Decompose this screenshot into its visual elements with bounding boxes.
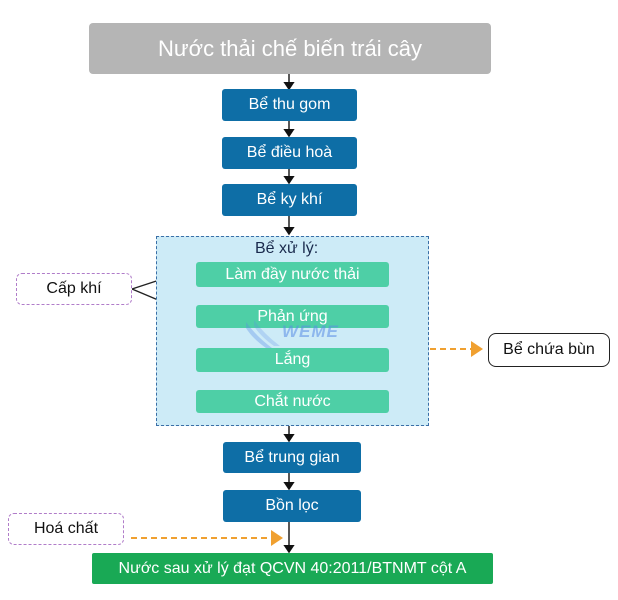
substep-react: Phản ứng — [196, 305, 389, 328]
substep-settle: Lắng — [196, 348, 389, 372]
sludge-tank-note: Bể chứa bùn — [488, 333, 610, 367]
substep-decant: Chắt nước — [196, 390, 389, 413]
step-collection-tank: Bể thu gom — [222, 89, 357, 121]
step-filter-tank: Bồn lọc — [223, 490, 361, 522]
treated-output-box: Nước sau xử lý đạt QCVN 40:2011/BTNMT cộ… — [92, 553, 493, 584]
air-supply-note: Cấp khí — [16, 273, 132, 305]
substep-fill: Làm đầy nước thải — [196, 262, 389, 287]
watermark-logo — [246, 320, 280, 348]
step-anaerobic-tank: Bể ky khí — [222, 184, 357, 216]
watermark-text: WEME — [282, 322, 339, 341]
chemical-input-note: Hoá chất — [8, 513, 124, 545]
source-wastewater-box: Nước thải chế biến trái cây — [89, 23, 491, 74]
treatment-group-label: Bể xử lý: — [255, 240, 319, 257]
step-intermediate-tank: Bể trung gian — [223, 442, 361, 473]
step-equalization-tank: Bể điều hoà — [222, 137, 357, 169]
